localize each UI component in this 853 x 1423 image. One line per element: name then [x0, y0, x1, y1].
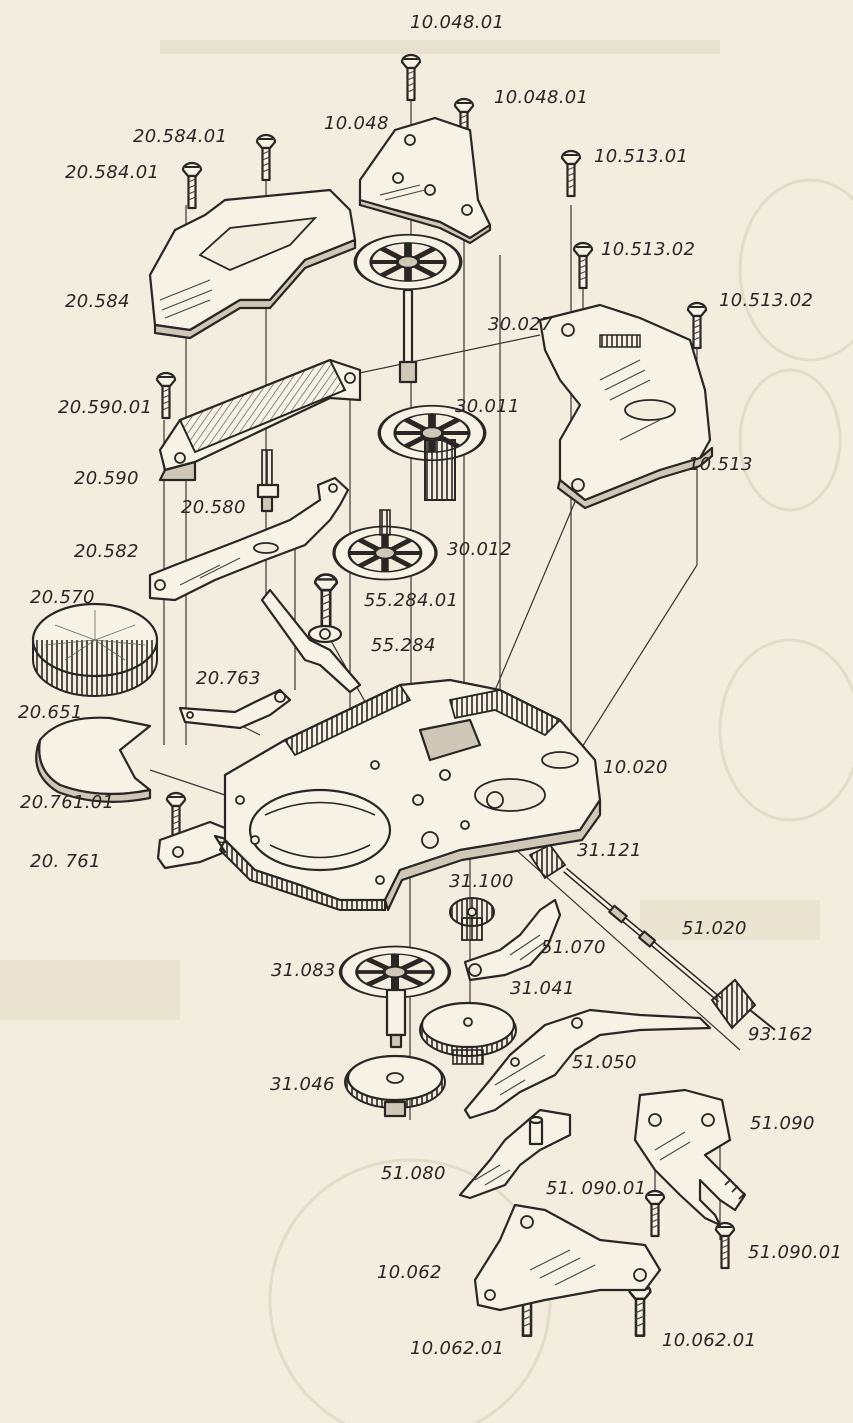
wheel-31-041 [419, 1001, 517, 1065]
label-30-011: 30.011 [455, 396, 520, 417]
label-20-582: 20.582 [74, 541, 139, 562]
plate-10-513 [538, 303, 714, 510]
lever-51-070 [463, 898, 562, 982]
wheel-30-011 [379, 406, 484, 501]
label-51-090-01-a: 51. 090.01 [546, 1178, 647, 1199]
label-20-761-01: 20.761.01 [20, 792, 115, 813]
label-10-048: 10.048 [324, 113, 389, 134]
label-30-027: 30.027 [488, 314, 553, 335]
label-55-284: 55.284 [371, 635, 436, 656]
winding-stem-assembly [528, 843, 776, 1031]
screw-51-090-01-b [714, 1221, 736, 1270]
disk-20-570 [31, 602, 159, 697]
label-31-083: 31.083 [271, 960, 336, 981]
label-10-513-02-a: 10.513.02 [601, 239, 696, 260]
label-20-763: 20.763 [196, 668, 261, 689]
clip-20-761 [156, 820, 237, 870]
main-plate-10-020 [218, 678, 602, 912]
label-20-651: 20.651 [18, 702, 83, 723]
label-20-590-01: 20.590.01 [58, 397, 153, 418]
pinion-31-100 [449, 897, 495, 941]
screw-20-590-01 [155, 371, 177, 420]
label-20-590: 20.590 [74, 468, 139, 489]
screw-10-048-01-a [400, 53, 422, 102]
screw-10-513-02-a [572, 241, 594, 290]
part-20-761-01 [35, 716, 152, 803]
wheel-30-027 [355, 235, 460, 384]
screw-51-090-01-a [644, 1189, 666, 1238]
label-20-570: 20.570 [30, 587, 95, 608]
barrel-bridge-20-590 [158, 358, 362, 482]
plate-51-090 [633, 1088, 747, 1227]
label-10-062-01-b: 10.062.01 [662, 1330, 757, 1351]
lever-51-080 [458, 1108, 572, 1200]
label-93-162: 93.162 [748, 1024, 813, 1045]
pinion-20-580 [256, 449, 280, 513]
label-51-090: 51.090 [750, 1113, 815, 1134]
label-20-761: 20. 761 [30, 851, 101, 872]
label-31-100: 31.100 [449, 871, 514, 892]
label-51-050: 51.050 [572, 1052, 637, 1073]
label-30-012: 30.012 [447, 539, 512, 560]
label-31-041: 31.041 [510, 978, 575, 999]
screw-20-584-01-b [181, 161, 203, 210]
label-10-513-02-b: 10.513.02 [719, 290, 814, 311]
label-51-090-01-b: 51.090.01 [748, 1242, 843, 1263]
label-10-513-01: 10.513.01 [594, 146, 689, 167]
label-31-046: 31.046 [270, 1074, 335, 1095]
lever-51-050 [463, 1008, 712, 1120]
label-10-513: 10.513 [688, 454, 753, 475]
label-20-584: 20.584 [65, 291, 130, 312]
wheel-30-012 [334, 509, 436, 580]
label-10-048-01-b: 10.048.01 [494, 87, 589, 108]
bridge-10-062 [473, 1203, 662, 1312]
label-10-020: 10.020 [603, 757, 668, 778]
label-10-062-01-a: 10.062.01 [410, 1338, 505, 1359]
wheel-31-046 [344, 1054, 446, 1118]
screw-20-584-01-a [255, 133, 277, 182]
bridge-20-584 [148, 188, 357, 340]
label-51-020: 51.020 [682, 918, 747, 939]
label-51-070: 51.070 [541, 937, 606, 958]
label-20-580: 20.580 [181, 497, 246, 518]
label-10-048-01-a: 10.048.01 [410, 12, 505, 33]
spring-20-763 [178, 688, 292, 730]
lever-55-284 [260, 573, 362, 694]
label-10-062: 10.062 [377, 1262, 442, 1283]
screw-10-062-01-b [628, 1282, 652, 1337]
bridge-10-048 [358, 116, 492, 245]
label-20-584-01-b: 20.584.01 [65, 162, 160, 183]
label-55-284-01: 55.284.01 [364, 590, 459, 611]
label-31-121: 31.121 [577, 840, 642, 861]
wheel-31-083 [341, 947, 450, 1049]
screw-10-513-01 [560, 149, 582, 198]
label-20-584-01-a: 20.584.01 [133, 126, 228, 147]
lever-20-582 [148, 476, 350, 602]
label-51-080: 51.080 [381, 1163, 446, 1184]
